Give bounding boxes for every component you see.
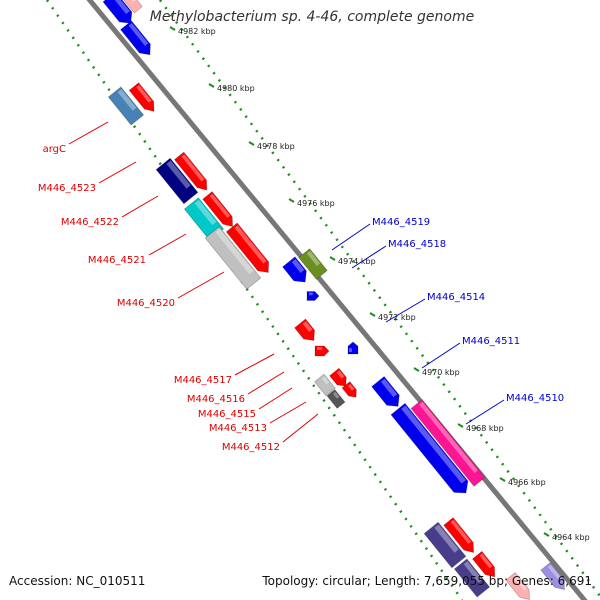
gene-label-right: M446_4519 [372,217,430,228]
gene-block-bottom-slate-2 [453,558,491,598]
left-label-leader [258,387,293,410]
gene-features [102,0,565,600]
right-label-leader [331,223,371,251]
gene-label-left: M446_4521 [88,255,146,266]
outer-dotted-track [158,0,600,597]
left-label-leader [121,195,159,218]
gene-block-red-4521 [202,191,234,228]
gene-block-top-blue [102,0,133,24]
gene-block-gray-4513 [314,373,336,397]
gene-block-m446-4510 [390,402,469,494]
accession-text: Accession: NC_010511 [9,574,146,588]
gene-block-m446-4517 [294,318,315,342]
gene-block-m446-4518 [298,248,328,280]
scale-tick-mark [369,312,376,317]
gene-label-left: M446_4516 [187,394,245,405]
gene-label-right: M446_4518 [388,239,446,250]
gene-block-small-blue [306,291,320,301]
gene-block-m446-4513 [341,381,357,398]
gene-block-red-4520 [225,222,270,274]
gene-block-top-pink [121,0,143,14]
label-leaders [68,121,505,443]
gene-block-m446-4514 [347,341,359,355]
left-label-leader [148,233,187,256]
scale-tick-label: 4976 kbp [297,199,335,208]
right-label-leader [465,399,505,425]
gene-label-left: M446_4513 [209,423,267,434]
scale-tick-label: 4970 kbp [422,368,460,377]
scale-tick-mark [457,423,464,428]
gene-block-m446-4519 [282,256,307,283]
right-label-leader [351,245,387,269]
scale-tick-mark [413,367,420,372]
left-label-leader [177,271,225,299]
scale-tick-label: 4982 kbp [178,27,216,36]
scale-tick-mark [208,83,215,88]
scale-ticks: 4982 kbp 4980 kbp 4978 kbp 4976 kbp 4974 kbp… [169,26,590,542]
gene-block-top-blue-2 [120,20,151,56]
gene-block-m446-4523 [155,157,199,205]
left-label-leader [247,371,285,395]
gene-block-m446-4515 [329,367,347,387]
gene-block-bottom-red [443,517,475,554]
gene-block-m446-4520 [204,226,262,290]
gene-block-pink-4510 [410,399,486,487]
scale-tick-label: 4968 kbp [466,424,504,433]
gene-label-right: M446_4514 [427,292,485,303]
gene-label-left: M446_4515 [198,409,256,420]
scale-tick-mark [288,198,295,203]
gene-block-argc-partner [128,82,155,112]
gene-label-left: M446_4520 [117,298,175,309]
scale-tick-mark [499,477,506,482]
gene-block-m446-4511 [371,375,400,407]
gene-block-m446-4522 [173,151,208,191]
gene-label-right: M446_4510 [506,393,564,404]
scale-tick-label: 4966 kbp [508,478,546,487]
gene-block-bottom-lavender [540,562,565,591]
gene-label-right: M446_4511 [462,336,520,347]
gene-label-left: M446_4523 [38,183,96,194]
gene-label-left: M446_4517 [174,375,232,386]
scale-tick-mark [248,141,255,146]
gene-label-left: argC [43,144,66,155]
gene-block-bottom-pink [505,572,530,600]
gene-label-left: M446_4522 [61,217,119,228]
scale-tick-mark [543,532,550,537]
left-label-leader [269,401,307,424]
backbone-line [86,0,588,600]
scale-tick-mark [329,256,336,261]
scale-tick-label: 4964 kbp [552,533,590,542]
map-guides [45,0,600,600]
scale-tick-mark [169,26,176,31]
scale-tick-label: 4974 kbp [338,257,376,266]
gene-block-bottom-red-2 [471,550,496,578]
gene-block-bottom-slate [423,521,467,569]
left-label-leader [68,121,109,145]
scale-tick-label: 4972 kbp [378,313,416,322]
gene-labels: argC M446_4523M446_4522M446_4521M446_4520… [38,144,564,453]
left-label-leader [282,413,319,443]
left-label-leader [98,161,137,184]
gene-block-argc [107,86,145,126]
scale-tick-label: 4980 kbp [217,84,255,93]
scale-tick-label: 4978 kbp [257,142,295,151]
gene-block-m446-4512 [326,389,346,409]
left-label-leader [234,353,275,376]
right-label-leader [421,342,461,369]
genome-summary-text: Topology: circular; Length: 7,659,055 bp… [262,574,592,588]
map-title: Methylobacterium sp. 4-46, complete geno… [149,9,475,25]
gene-block-m446-4516 [314,345,330,357]
gene-label-left: M446_4512 [222,442,280,453]
right-label-leader [385,298,426,323]
